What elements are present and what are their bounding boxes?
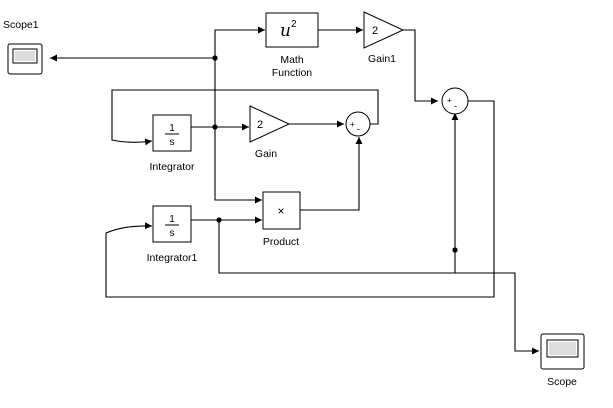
sum-outer-circle[interactable] [441, 87, 469, 115]
branch-point [216, 217, 222, 223]
sum-inner-plus: + [350, 120, 355, 129]
wire-to-product-in1[interactable] [214, 127, 262, 204]
branch-point [452, 247, 458, 253]
gain1-label: Gain1 [368, 53, 396, 65]
gain1-triangle[interactable] [363, 11, 405, 49]
gain-triangle[interactable] [249, 105, 291, 143]
product-label: Product [263, 236, 299, 248]
gain-value: 2 [257, 119, 263, 131]
math-function-expr-exp: 2 [291, 19, 297, 30]
sum-outer-plus: + [447, 96, 452, 105]
scope-label: Scope [547, 376, 577, 388]
scope1-label: Scope1 [3, 19, 39, 31]
branch-point [212, 55, 218, 61]
sum-outer-minus: - [454, 101, 457, 111]
gain1-block[interactable]: 2 Gain1 [363, 11, 405, 65]
wire-gain1-to-sum[interactable] [403, 29, 438, 105]
product-body[interactable] [262, 191, 301, 230]
sum-inner-circle[interactable] [345, 111, 371, 137]
gain-block[interactable]: 2 Gain [249, 105, 291, 160]
math-function-block[interactable]: u 2 Math Function [265, 12, 319, 79]
integrator-den: s [170, 137, 175, 148]
gain1-value: 2 [372, 25, 378, 37]
integrator1-den: s [170, 228, 175, 239]
wire-product-to-sum[interactable] [300, 137, 363, 211]
scope1-screen-fill [15, 51, 35, 61]
math-function-label-1: Math [280, 54, 304, 66]
integrator1-label: Integrator1 [147, 252, 198, 264]
integrator1-block[interactable]: 1 s Integrator1 [147, 205, 198, 264]
integrator1-num: 1 [169, 214, 175, 225]
product-block[interactable]: × Product [262, 191, 301, 248]
wire-to-math-function[interactable] [214, 26, 265, 127]
product-symbol: × [277, 204, 284, 218]
signal-wires [50, 26, 539, 355]
branch-point [212, 124, 218, 130]
scope-screen-fill [549, 342, 576, 355]
scope-block[interactable]: Scope [540, 333, 585, 388]
scope1-block[interactable]: Scope1 [3, 19, 43, 75]
integrator-num: 1 [169, 123, 175, 134]
sum-outer-block[interactable]: + - [441, 87, 469, 115]
gain-label: Gain [255, 148, 277, 160]
sum-inner-block[interactable]: + - [345, 111, 371, 137]
sum-inner-minus: - [357, 124, 360, 134]
integrator-label: Integrator [150, 161, 195, 173]
integrator-block[interactable]: 1 s Integrator [150, 114, 195, 173]
math-function-body[interactable] [265, 12, 319, 48]
wire-feedback-integrator[interactable] [111, 89, 379, 146]
integrator-body[interactable] [152, 114, 192, 152]
wire-to-scope[interactable] [218, 220, 539, 355]
math-function-label-2: Function [272, 67, 312, 79]
wire-feedback-integrator1[interactable] [105, 100, 495, 298]
math-function-expr-base: u [280, 21, 291, 41]
integrator1-body[interactable] [152, 205, 192, 243]
branch-points [212, 55, 458, 253]
